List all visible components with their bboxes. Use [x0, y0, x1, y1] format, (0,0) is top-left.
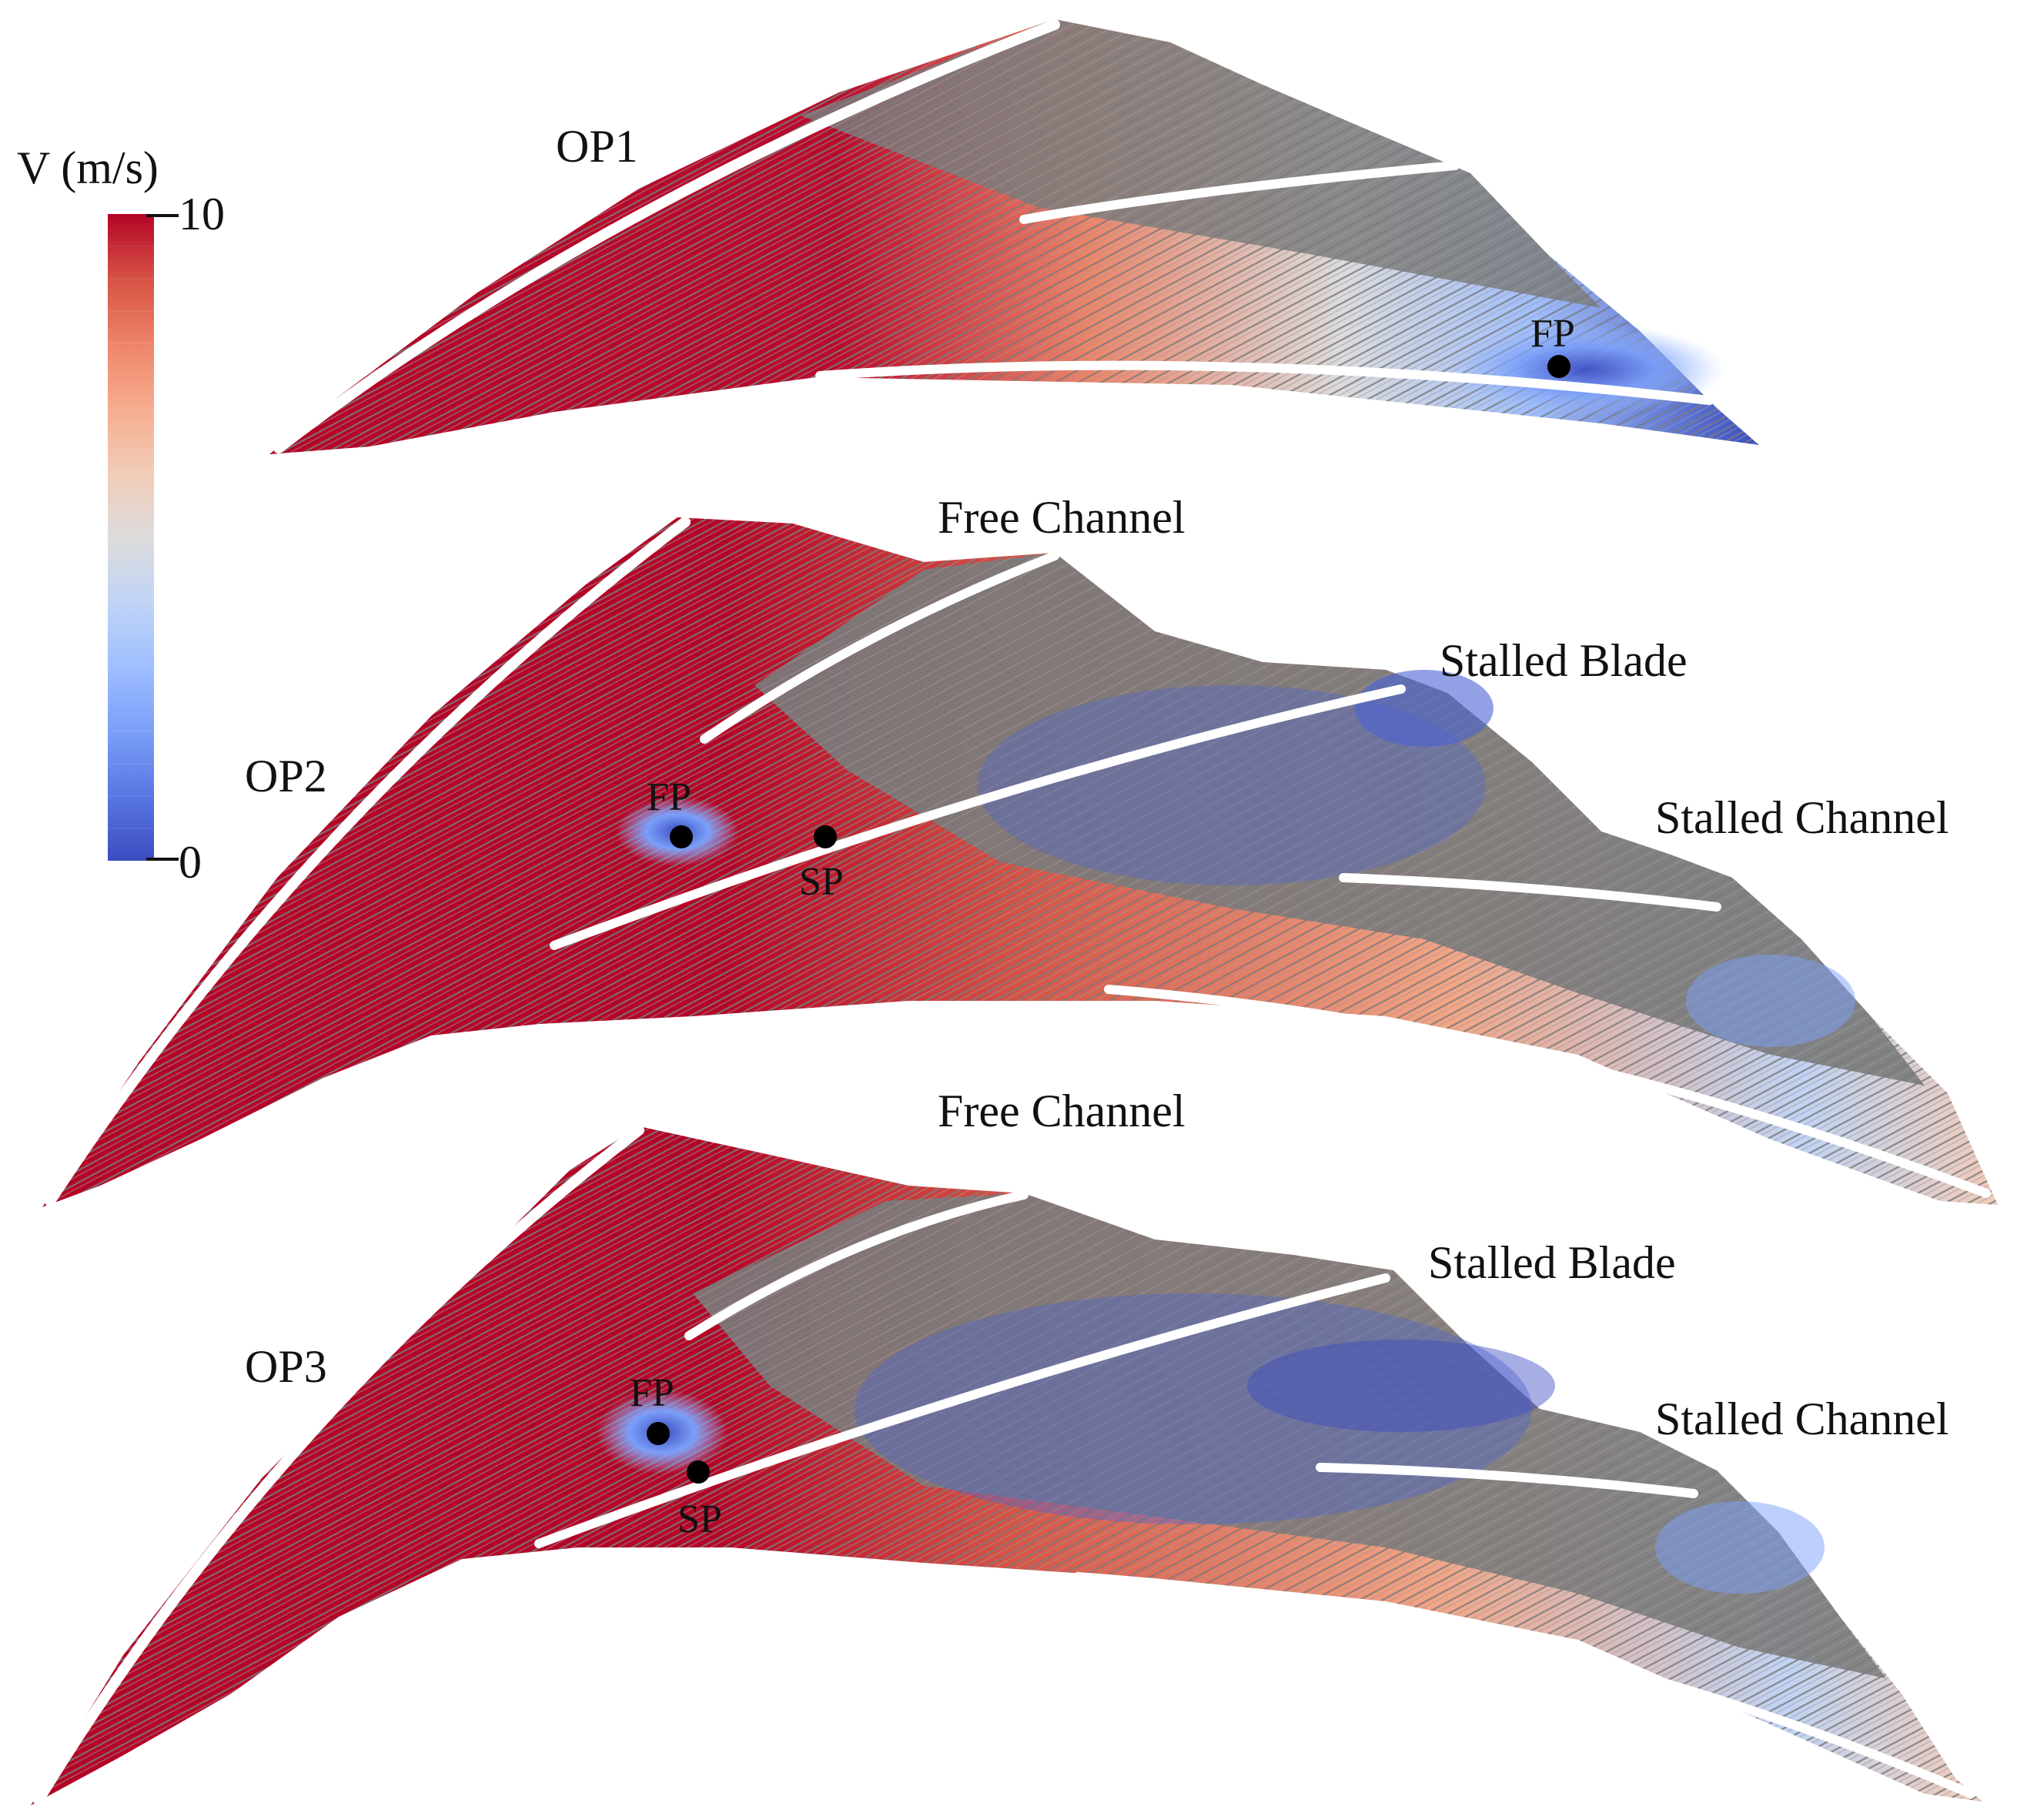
point-marker-op2-sp — [814, 825, 837, 848]
stalled-channel-label-op3: Stalled Channel — [1655, 1393, 1949, 1444]
blade-op2-3 — [550, 684, 1406, 950]
blade-op2-1 — [45, 517, 691, 1206]
stalled-blade-label-op2: Stalled Blade — [1440, 635, 1688, 686]
point-marker-op3-fp — [647, 1422, 670, 1445]
blade-op2-2 — [700, 551, 1059, 744]
stalled-channel-label-op2: Stalled Channel — [1655, 792, 1949, 843]
point-label-op3-sp: SP — [677, 1497, 722, 1541]
free-channel-label-op3: Free Channel — [938, 1086, 1186, 1136]
blue-region-op2-stall — [978, 685, 1486, 885]
domain-op3-streaks — [31, 1126, 1982, 1805]
point-label-op1-fp: FP — [1530, 312, 1575, 356]
blade-op3-4 — [1316, 1463, 1698, 1498]
blade-op3-1 — [33, 1125, 644, 1805]
point-label-op2-sp: SP — [799, 860, 844, 904]
domain-op2-streaks — [42, 517, 1998, 1207]
panel-op1: OP1 FP — [269, 19, 1759, 454]
blade-op1-1 — [273, 19, 1060, 453]
panel-op3: OP3 Free Channel Stalled Blade Stalled C… — [31, 1086, 1982, 1805]
colorbar-min-label: 0 — [179, 837, 202, 888]
domain-op1-streaks — [269, 19, 1759, 454]
blade-op3-3 — [534, 1273, 1390, 1548]
op-label-op1: OP1 — [556, 121, 638, 172]
point-label-op3-fp: FP — [630, 1371, 674, 1415]
blade-op1-3 — [815, 360, 1714, 405]
point-marker-op2-fp — [670, 825, 693, 848]
blade-op3-5 — [1073, 1572, 1975, 1798]
colorbar-bands — [108, 246, 154, 829]
blade-op3-2 — [684, 1190, 1029, 1340]
blue-region-op3-exit — [1655, 1501, 1825, 1594]
panel-op2: OP2 Free Channel Stalled Blade Stalled C… — [42, 492, 1998, 1207]
stalled-blade-label-op3: Stalled Blade — [1428, 1237, 1676, 1288]
blue-region-op2-exit — [1686, 955, 1855, 1047]
op-label-op3: OP3 — [245, 1341, 327, 1392]
point-label-op2-fp: FP — [647, 775, 691, 819]
blade-op1-2 — [1019, 161, 1460, 224]
point-marker-op3-sp — [687, 1460, 710, 1484]
blue-region-op3-band — [1247, 1340, 1555, 1432]
free-channel-label-op2: Free Channel — [938, 492, 1186, 543]
colorbar-gradient — [108, 214, 154, 861]
blade-op2-4 — [1339, 873, 1721, 912]
colorbar: V (m/s) 10 0 — [17, 142, 225, 888]
op-label-op2: OP2 — [245, 751, 327, 801]
colorbar-title: V (m/s) — [17, 142, 159, 193]
blade-op2-5 — [1104, 985, 1991, 1198]
point-marker-op1-fp — [1547, 355, 1570, 378]
colorbar-max-label: 10 — [179, 189, 225, 239]
